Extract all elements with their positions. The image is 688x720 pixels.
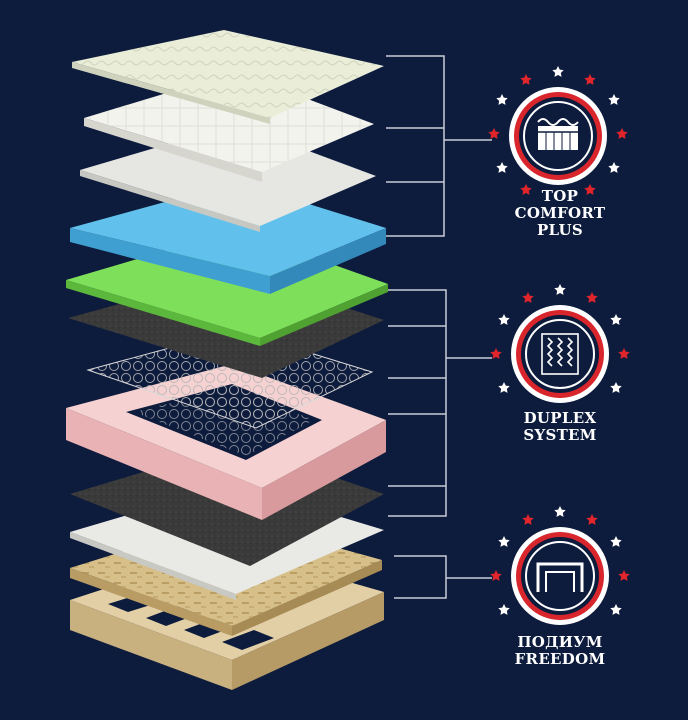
label-line: PLUS (536, 221, 584, 239)
badge-top-comfort-plus (488, 66, 628, 195)
label-podium-freedom: ПОДИУМ FREEDOM (490, 634, 630, 668)
quilted-pillow-top-layer (72, 30, 384, 124)
connector-podium (394, 555, 492, 599)
spring-block-icon (541, 333, 579, 375)
badge-duplex-system (490, 284, 630, 403)
label-line: COMFORT (514, 204, 606, 222)
label-line: TOP (541, 187, 579, 205)
label-line: SYSTEM (523, 426, 597, 444)
label-line: DUPLEX (523, 409, 597, 427)
label-duplex-system: DUPLEX SYSTEM (490, 410, 630, 444)
badge-podium-freedom (490, 506, 630, 625)
label-top-comfort-plus: TOP COMFORT PLUS (490, 188, 630, 239)
bed-frame-icon (536, 562, 584, 592)
connector-top-comfort (386, 55, 492, 237)
label-line: FREEDOM (514, 650, 606, 668)
label-line: ПОДИУМ (517, 633, 603, 651)
connector-duplex (388, 289, 492, 517)
mattress-topper-icon (537, 118, 579, 150)
